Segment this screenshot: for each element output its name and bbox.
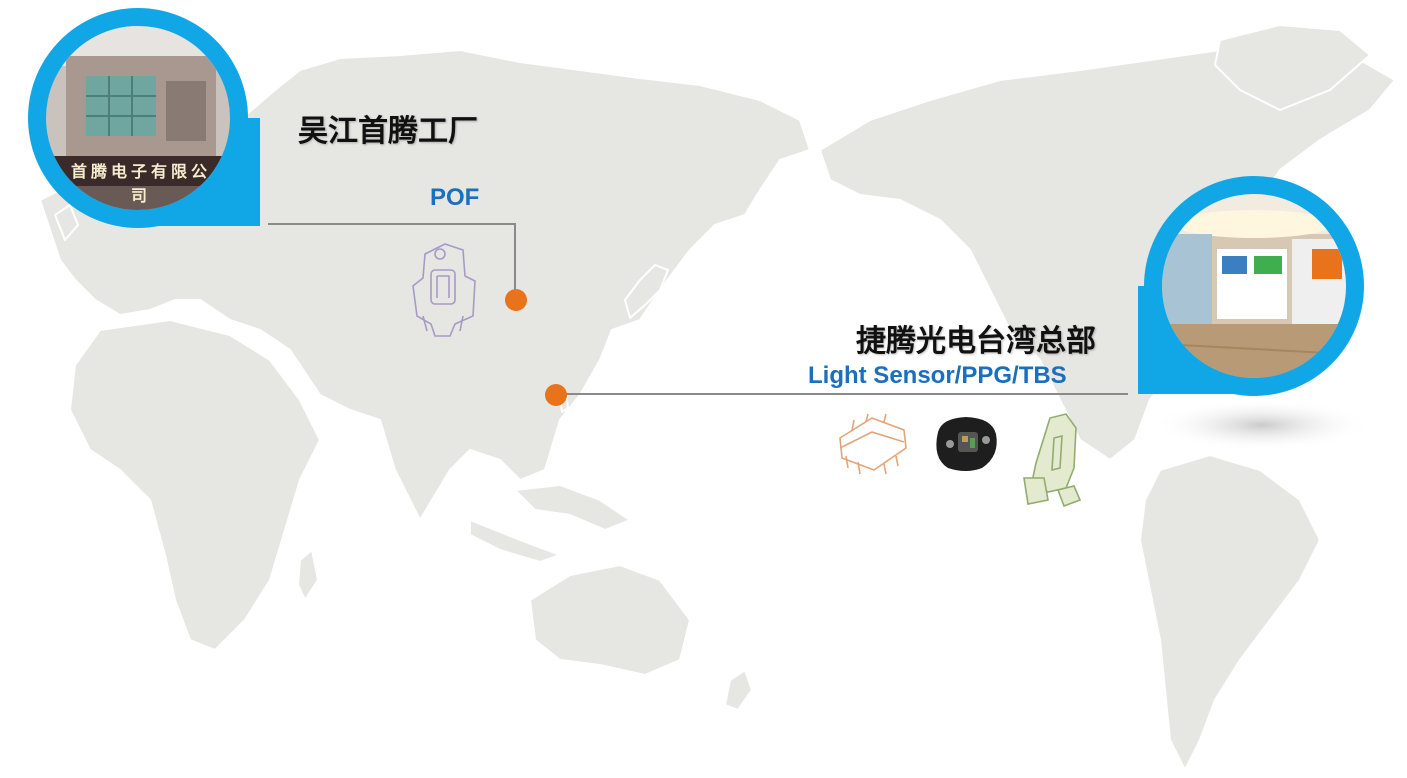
japan-shape xyxy=(624,264,669,319)
factory-photo: 首腾电子有限公司 xyxy=(46,26,230,210)
madagascar-shape xyxy=(297,549,319,601)
factory-name: 吴江首腾工厂 xyxy=(298,114,478,149)
showroom-photo xyxy=(1162,194,1346,378)
tbs-component-icon xyxy=(1023,413,1082,508)
pof-component-icon xyxy=(412,243,476,337)
africa-shape xyxy=(69,319,321,651)
se-asia-islands-shape-2 xyxy=(469,519,561,563)
factory-connector-line xyxy=(268,223,516,225)
se-asia-islands-shape xyxy=(514,484,631,531)
smd-sensor-icon xyxy=(839,413,907,475)
factory-sign-text: 首腾电子有限公司 xyxy=(70,162,211,205)
factory-connector-drop xyxy=(514,223,516,293)
pin-shadow-right xyxy=(1152,399,1372,451)
factory-location-pin: 首腾电子有限公司 xyxy=(28,8,260,228)
greenland-shape xyxy=(1214,24,1371,111)
taiwan-map-marker xyxy=(545,384,567,406)
south-america-shape xyxy=(1139,454,1321,771)
wujiang-map-marker xyxy=(505,289,527,311)
factory-products: POF xyxy=(430,184,480,211)
uk-shape xyxy=(54,204,79,241)
new-zealand-shape xyxy=(724,669,753,711)
ppg-sensor-icon xyxy=(936,417,997,471)
hq-connector-line xyxy=(562,393,1128,395)
hq-name: 捷腾光电台湾总部 xyxy=(856,324,1096,359)
hq-products: Light Sensor/PPG/TBS xyxy=(808,362,1067,389)
australia-shape xyxy=(529,564,691,676)
hq-location-pin xyxy=(1138,176,1366,396)
